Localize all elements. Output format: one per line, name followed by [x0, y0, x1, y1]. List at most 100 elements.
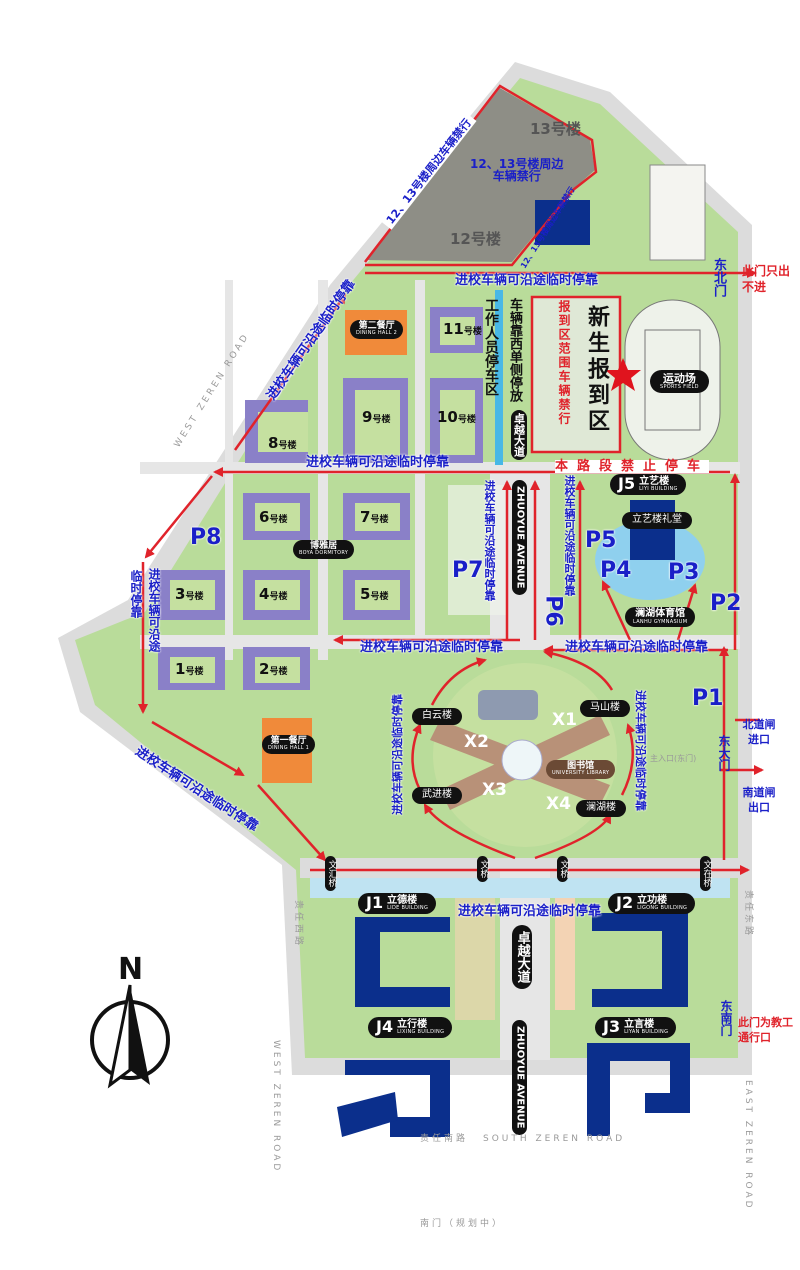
j4-code: J4 [376, 1017, 394, 1036]
parking-p1: P1 [692, 686, 724, 711]
parking-p3: P3 [668, 560, 700, 585]
bridge-label: 文汇桥 [325, 856, 337, 891]
dorm-5-label: 5号楼 [360, 587, 388, 602]
dorm-suffix: 号楼 [372, 415, 391, 425]
building-13-label: 13号楼 [530, 120, 581, 138]
library-en: UNIVERSITY LIBRARY [552, 770, 610, 777]
dorm-suffix: 号楼 [185, 592, 204, 602]
dorm-7-label: 7号楼 [360, 510, 388, 525]
registration-no-vehicle: 报到区范围车辆禁行 [557, 300, 571, 426]
dorm-suffix: 号楼 [185, 667, 204, 677]
dorm-number: 4 [259, 585, 270, 603]
route-note-mid-right: 进校车辆可沿途临时停靠 [565, 640, 709, 655]
dorm-2-label: 2号楼 [259, 662, 287, 677]
j3-en: LIYAN BUILDING [624, 1029, 669, 1036]
south-road-label: SOUTH ZEREN ROAD [483, 1134, 626, 1144]
lanhu-building-label: 澜湖楼 [576, 800, 626, 817]
route-note-north: 进校车辆可沿途临时停靠 [455, 273, 599, 288]
route-note-p5: 进校车辆可沿途临时停靠 [563, 475, 576, 596]
east-gate-label: 东大门 [717, 735, 731, 771]
dorm-8-label: 8号楼 [268, 436, 296, 451]
dining-hall-2-cn: 第二餐厅 [358, 321, 395, 331]
left-column-col1: 进校车辆可沿途 [147, 568, 161, 652]
dorm-number: 8 [268, 434, 279, 452]
avenue-label-north: 卓越大道 [511, 410, 527, 460]
northeast-gate-note: 此门只出不进 [742, 264, 791, 294]
j4-cn: 立行楼 [397, 1018, 428, 1030]
route-arrow [543, 648, 614, 691]
baiyun-building-label: 白云楼 [412, 708, 462, 725]
dorm-number: 1 [175, 660, 186, 678]
j5-hall-label: 立艺楼礼堂 [622, 512, 692, 529]
gym-cn: 澜湖体育馆 [635, 608, 686, 619]
j2-en: LIGONG BUILDING [637, 905, 688, 912]
route-note-circle-right: 进校车辆可沿途临时停靠 [634, 690, 647, 811]
southeast-gate-label: 东南门 [719, 1000, 733, 1036]
dorm-11-label: 11号楼 [443, 322, 482, 337]
zhuoyue-avenue-cn-label: 卓越大道 [512, 925, 532, 989]
dorm-6-label: 6号楼 [259, 510, 287, 525]
parking-p7: P7 [452, 558, 484, 583]
restricted-note-line1: 12、13号楼周边 [470, 157, 564, 171]
j1-code: J1 [366, 893, 384, 912]
j1-en: LIDE BUILDING [387, 905, 429, 912]
library-cn: 图书馆 [567, 761, 595, 771]
route-arrow [233, 293, 347, 451]
north-blue-building [535, 200, 590, 245]
dorm-9-label: 9号楼 [362, 410, 390, 425]
restricted-note-line2: 车辆禁行 [492, 169, 541, 183]
dorm-suffix: 号楼 [269, 515, 288, 525]
southeast-gate-note: 此门为教工通行口 [738, 1016, 793, 1045]
boya-en: BOYA DORMITORY [299, 550, 349, 557]
j3-code: J3 [603, 1017, 621, 1036]
dorm-number: 10 [437, 408, 458, 426]
restricted-note: 12、13号楼周边车辆禁行 [470, 158, 563, 182]
dorm-suffix: 号楼 [278, 441, 297, 451]
east-road-label: EAST ZEREN ROAD [743, 1080, 753, 1211]
j5-en: LIYI BUILDING [639, 486, 678, 493]
x1-label: X1 [552, 710, 577, 730]
j5-cn: 立艺楼 [639, 475, 670, 487]
route-arrow [144, 475, 213, 559]
route-arrow [430, 657, 487, 706]
south-gate-label: 南门（规划中） [420, 1219, 505, 1229]
route-arrow [620, 723, 636, 796]
dining-hall-2-en: DINING HALL 2 [356, 330, 398, 337]
north-compass-icon [90, 984, 170, 1089]
northeast-gate-label: 东北门 [711, 258, 726, 297]
dorm-4-label: 4号楼 [259, 587, 287, 602]
parking-p2: P2 [710, 591, 742, 616]
dorm-number: 11 [443, 320, 464, 338]
teaching-buildings [337, 913, 690, 1137]
j2-cn: 立功楼 [637, 894, 668, 906]
route-note-p7: 进校车辆可沿途临时停靠 [483, 480, 496, 601]
route-arrow [411, 723, 422, 791]
compass-north-label: N [118, 952, 144, 987]
route-note-dorm-road: 进校车辆可沿途临时停靠 [306, 455, 450, 470]
route-arrow [423, 803, 516, 860]
dorm-suffix: 号楼 [370, 515, 389, 525]
parking-p5: P5 [585, 528, 617, 553]
west-road-label-south: WEST ZEREN ROAD [271, 1040, 281, 1174]
west-side-parking-note: 车辆靠西单侧停放 [507, 298, 522, 402]
sports-field-en: SPORTS FIELD [660, 383, 699, 390]
route-note-mid-left: 进校车辆可沿途临时停靠 [360, 640, 504, 655]
avenue-cn: 卓越大道 [512, 413, 526, 457]
zhuoyue-avenue-label-south: ZHUOYUE AVENUE [512, 1020, 527, 1135]
wujin-building-label: 武进楼 [412, 787, 462, 804]
dining-hall-1-en: DINING HALL 1 [268, 745, 310, 752]
dorm-number: 6 [259, 508, 270, 526]
j3-cn: 立言楼 [624, 1018, 655, 1030]
dorm-1-label: 1号楼 [175, 662, 203, 677]
x3-label: X3 [482, 780, 507, 800]
dorm-suffix: 号楼 [463, 327, 482, 337]
